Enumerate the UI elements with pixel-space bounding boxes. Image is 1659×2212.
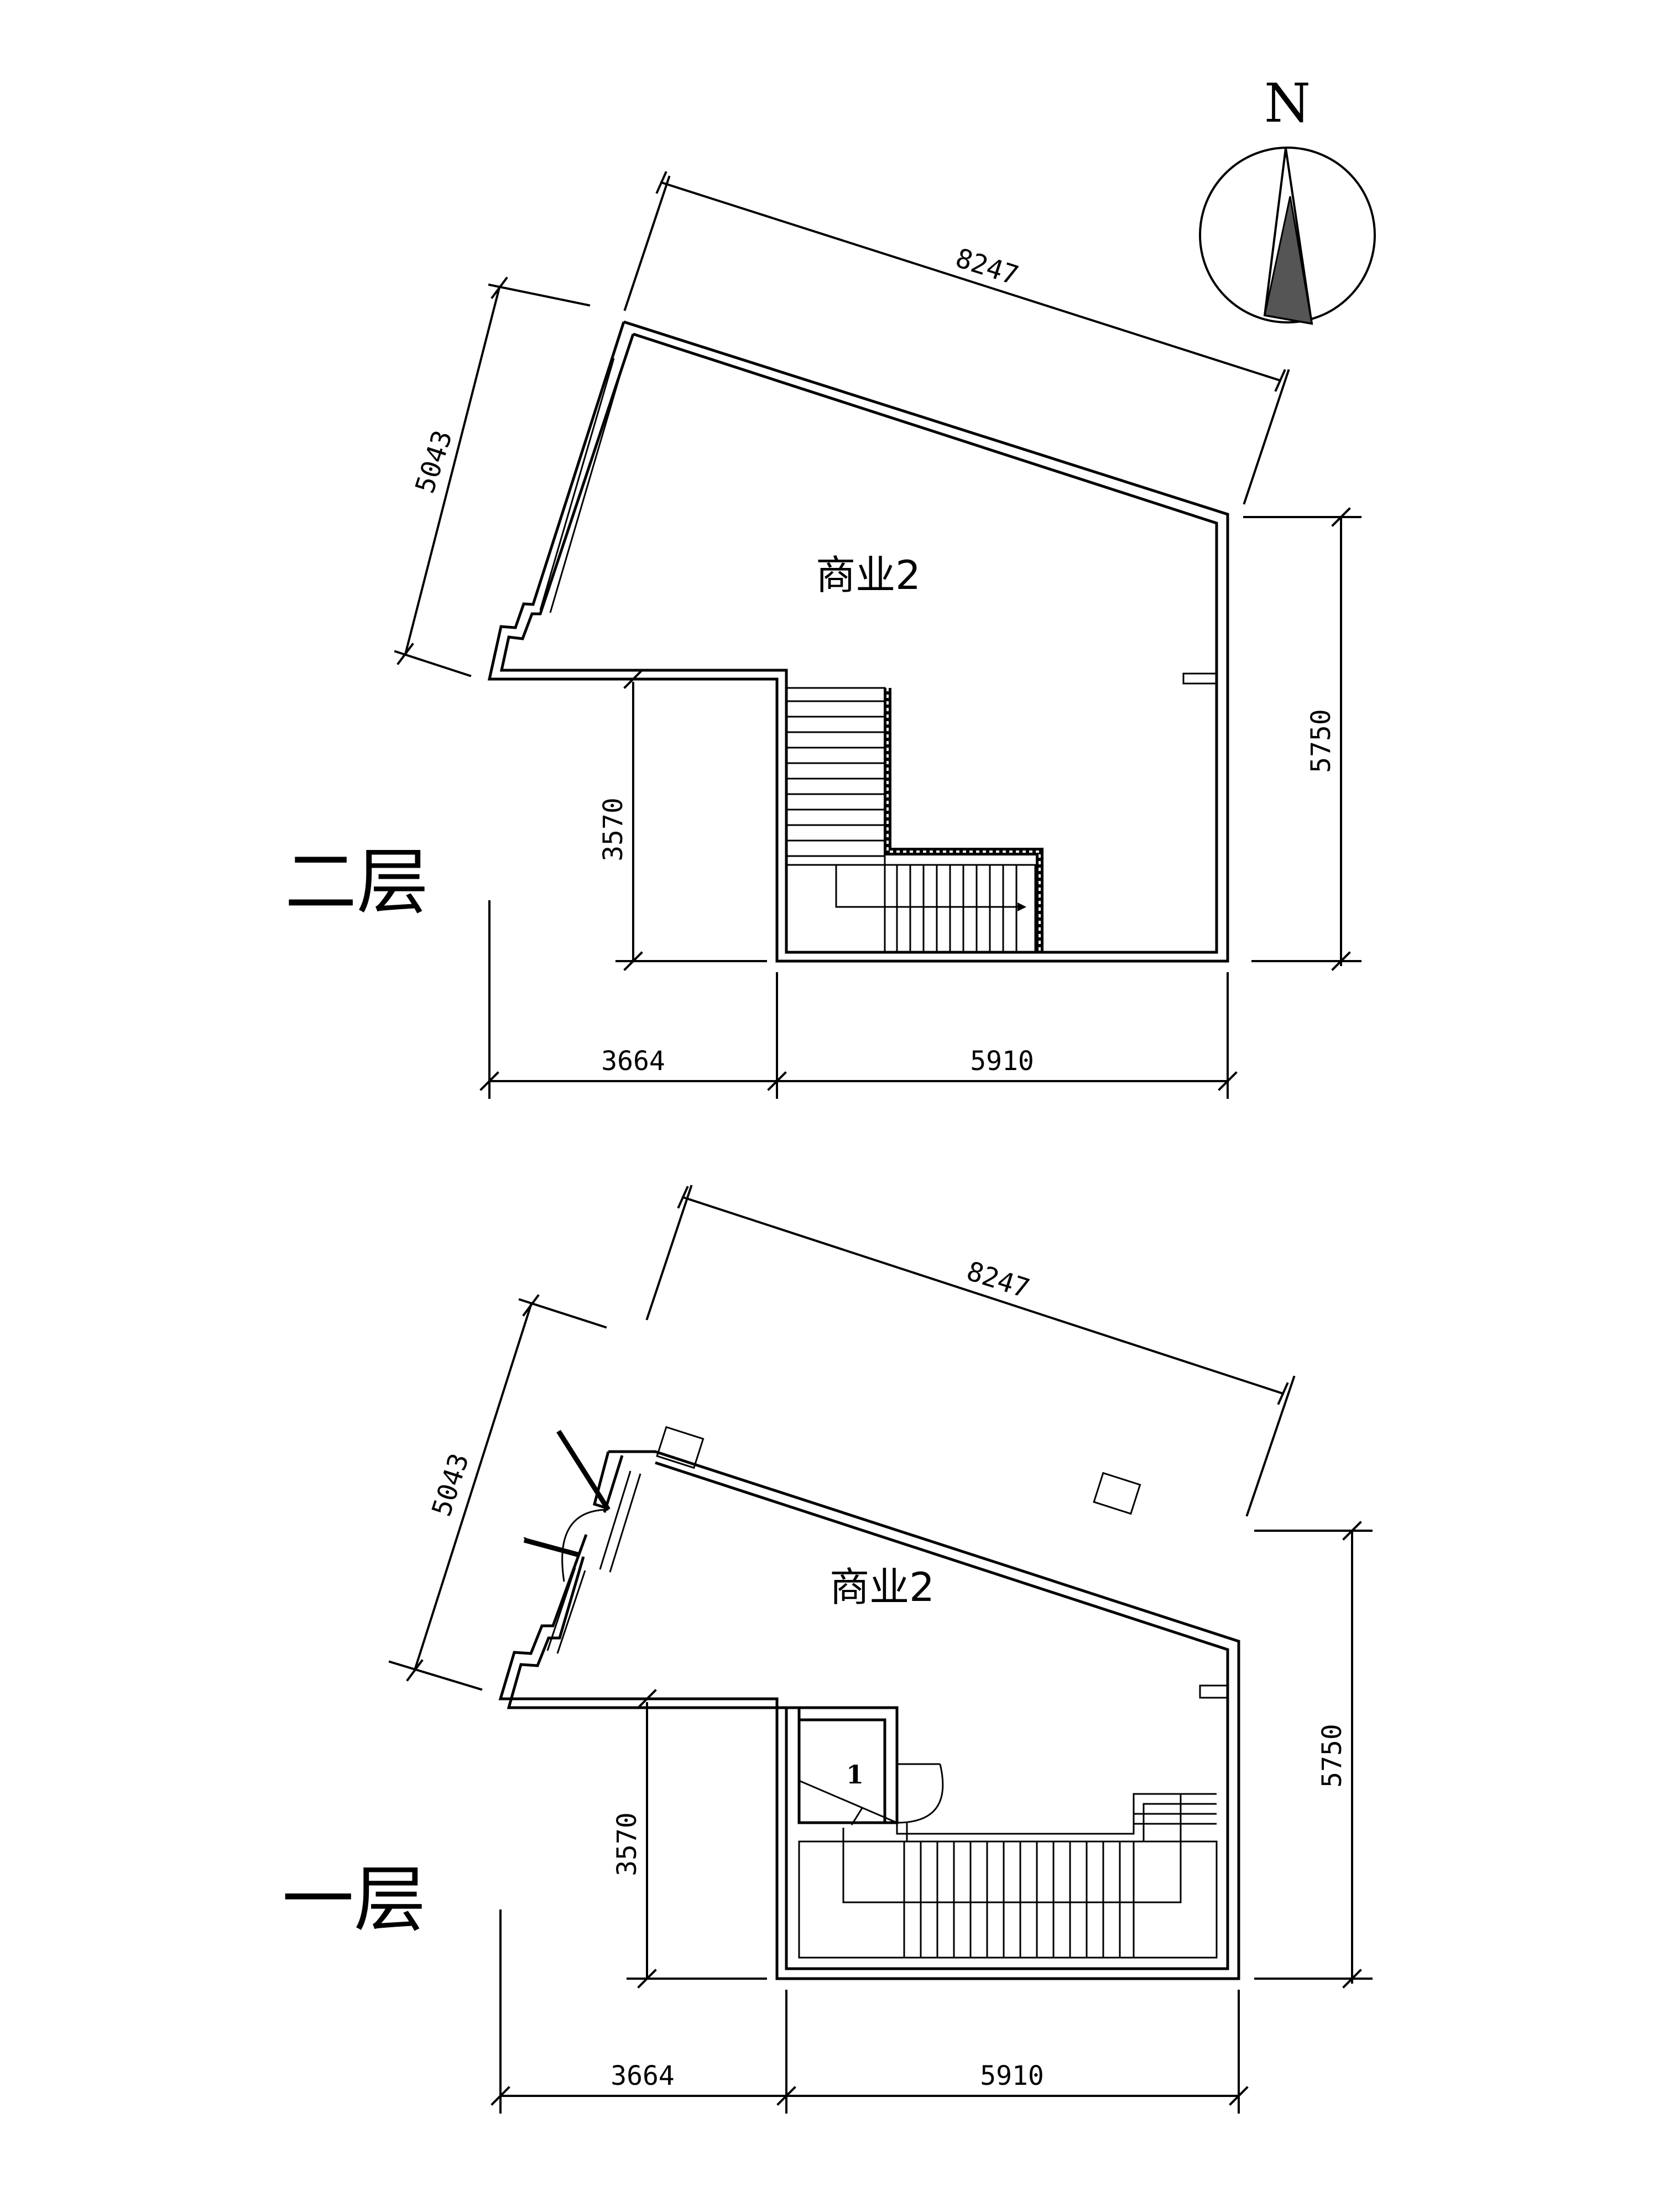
dimension-inner: 3570 bbox=[598, 669, 767, 971]
window-line bbox=[549, 362, 625, 613]
dimension-left: 5043 bbox=[394, 276, 591, 677]
door-leaf bbox=[523, 1537, 581, 1558]
dimension-right: 5750 bbox=[1243, 507, 1361, 971]
dim-text: 8247 bbox=[952, 243, 1022, 291]
room-label: 商业2 bbox=[830, 1564, 935, 1610]
column bbox=[1093, 1472, 1141, 1515]
wall-segment bbox=[603, 1455, 624, 1513]
dim-text: 5910 bbox=[980, 2060, 1044, 2091]
window-line bbox=[546, 1567, 576, 1651]
dim-text: 5750 bbox=[1306, 709, 1337, 773]
dim-text: 5043 bbox=[426, 1449, 475, 1520]
stair-core: 1 bbox=[786, 1706, 1218, 1959]
dimension-right: 5750 bbox=[1254, 1521, 1373, 1989]
door-leaf bbox=[556, 1430, 611, 1511]
wall-segment bbox=[592, 1451, 610, 1510]
floor-label: 一层 bbox=[282, 1858, 426, 1942]
north-label: N bbox=[1264, 72, 1311, 134]
dimension-inner: 3570 bbox=[612, 1689, 767, 1989]
first-floor-plan: 1 bbox=[282, 1185, 1373, 2114]
dim-text: 3570 bbox=[612, 1812, 643, 1876]
door-mark: 1 bbox=[846, 1760, 864, 1790]
dimension-top: 8247 bbox=[645, 1185, 1296, 1517]
door-swing bbox=[561, 1509, 609, 1582]
wall-pier bbox=[1182, 672, 1218, 685]
outer-wall bbox=[487, 320, 1229, 963]
dimension-bottom: 3664 5910 bbox=[479, 900, 1238, 1099]
room-label: 商业2 bbox=[816, 552, 921, 598]
dimension-bottom: 3664 5910 bbox=[491, 1910, 1249, 2114]
dim-text: 3664 bbox=[601, 1046, 665, 1077]
inner-wall bbox=[499, 332, 1218, 954]
column bbox=[656, 1426, 705, 1469]
dim-text: 3664 bbox=[611, 2060, 675, 2091]
window-line bbox=[556, 1570, 586, 1654]
floor-label: 二层 bbox=[285, 840, 429, 924]
north-circle bbox=[1199, 147, 1376, 324]
staircase bbox=[785, 687, 1044, 953]
north-arrow: N bbox=[1199, 72, 1376, 325]
window-line bbox=[609, 1473, 641, 1573]
dim-text: 5910 bbox=[970, 1046, 1034, 1077]
dim-text: 3570 bbox=[598, 797, 629, 862]
north-needle-fill bbox=[1264, 196, 1313, 325]
dimension-left: 5043 bbox=[388, 1294, 607, 1691]
door-swing bbox=[896, 1764, 944, 1824]
dimension-top: 8247 bbox=[623, 171, 1290, 505]
dim-text: 5043 bbox=[409, 426, 458, 497]
dim-text: 5750 bbox=[1317, 1724, 1348, 1788]
second-floor-plan: 商业2 8247 5043 5750 bbox=[285, 171, 1361, 1099]
window-line bbox=[539, 358, 615, 611]
wall-pier bbox=[1199, 1684, 1229, 1699]
dim-text: 8247 bbox=[963, 1256, 1033, 1305]
window-line bbox=[599, 1470, 632, 1570]
